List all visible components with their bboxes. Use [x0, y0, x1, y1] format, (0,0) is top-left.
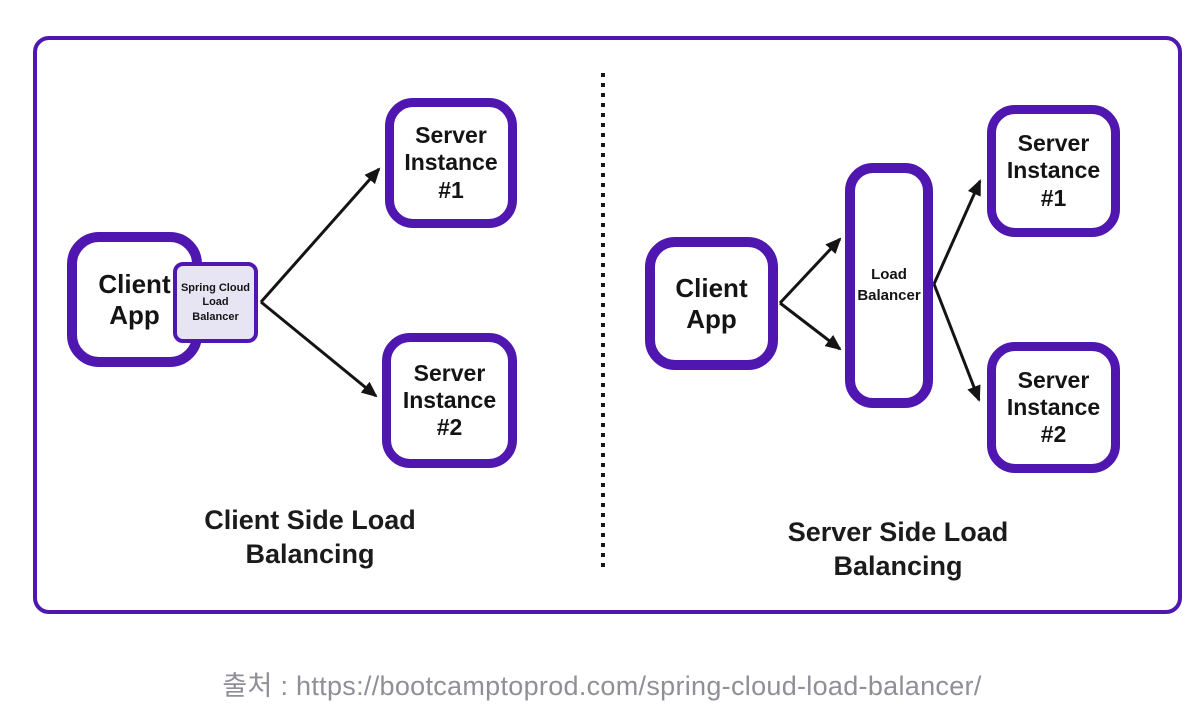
server-instance-2-box-right: Server Instance #2	[987, 342, 1120, 473]
server-instance-1-box-right: Server Instance #1	[987, 105, 1120, 237]
server-instance-2-box-left: Server Instance #2	[382, 333, 517, 468]
source-caption: 출처 : https://bootcamptoprod.com/spring-c…	[222, 671, 982, 701]
client-app-box-right: Client App	[645, 237, 778, 370]
server-instance-1-box-left: Server Instance #1	[385, 98, 517, 228]
spring-cloud-load-balancer-box: Spring Cloud Load Balancer	[173, 262, 258, 343]
panel-divider-dotted-line	[601, 73, 605, 568]
load-balancer-box: Load Balancer	[845, 163, 933, 408]
client-side-load-balancing-title: Client Side Load Balancing	[204, 505, 416, 569]
server-side-load-balancing-title: Server Side Load Balancing	[787, 517, 1009, 581]
